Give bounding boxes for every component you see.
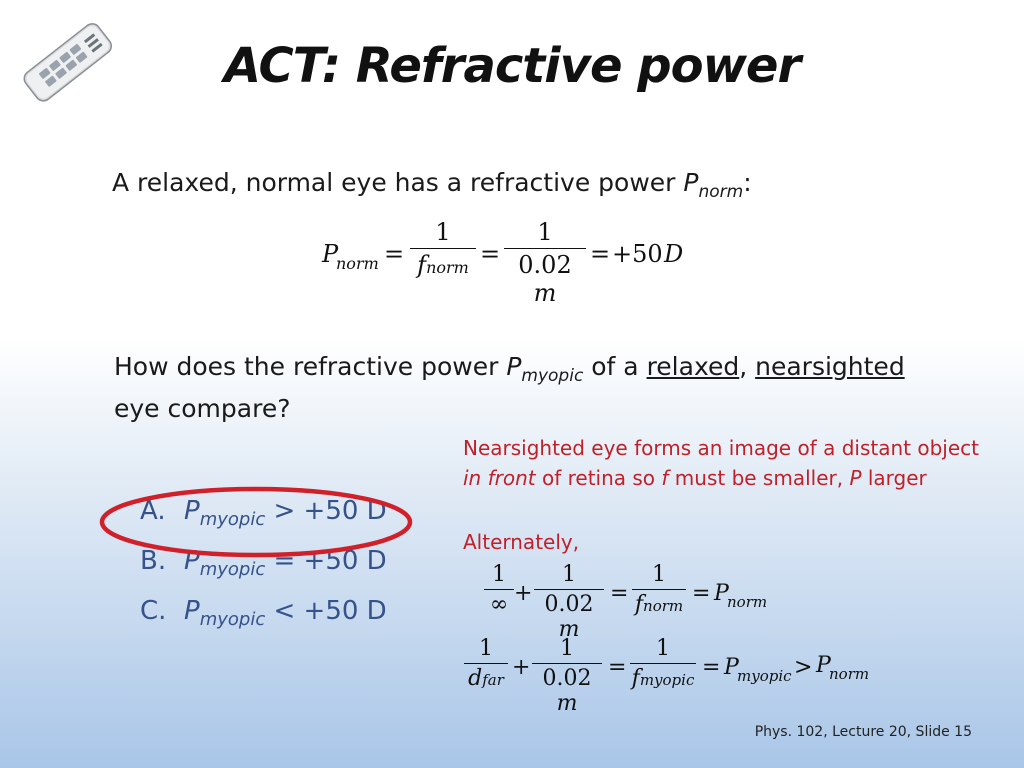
question-p-subscript: myopic (521, 366, 584, 386)
iclicker-remote-image (23, 23, 113, 102)
eq3-d3sub: myopic (639, 671, 695, 689)
eq3-n3: 1 (656, 636, 670, 661)
eq2-n1: 1 (492, 562, 506, 587)
eq1-den2-unit: m (533, 279, 557, 307)
eq2-p: P (714, 581, 729, 606)
eq2-n2: 1 (562, 562, 576, 587)
question-text-2: of a (583, 352, 647, 381)
eq2-frac-2: 1 0.02 m (534, 562, 604, 642)
eq1-result: +50 (612, 240, 663, 268)
equation-pnorm: P norm = 1 fnorm = 1 0.02 m = +50 D (318, 216, 718, 307)
slide-title: ACT: Refractive power (223, 38, 801, 94)
eq3-plus: + (512, 655, 531, 680)
eq3-d1: d (468, 666, 483, 691)
eq1-p: P (322, 240, 339, 268)
eq3-p2-sub: norm (829, 665, 870, 683)
choice-c-letter: C. (140, 596, 167, 626)
eq3-d3f: f (631, 666, 640, 691)
eq2-equals-2: = (692, 581, 711, 606)
eq2-n3: 1 (652, 562, 666, 587)
note-text-c: must be smaller, (668, 466, 850, 490)
choice-b-sub: myopic (199, 559, 266, 580)
eq1-den1-sub: norm (426, 258, 469, 277)
intro-colon: : (743, 168, 752, 197)
eq2-p-sub: norm (727, 593, 768, 611)
eq1-equals-3: = (590, 240, 611, 268)
slide-footer: Phys. 102, Lecture 20, Slide 15 (754, 724, 972, 740)
choice-c-sub: myopic (199, 609, 266, 630)
eq3-frac-1: 1 dfar (464, 636, 508, 691)
eq2-d3sub: norm (643, 597, 684, 615)
eq3-p-sub: myopic (737, 667, 792, 685)
choice-c[interactable]: C. Pmyopic < +50 D (140, 596, 387, 630)
question-word-nearsighted: nearsighted (755, 352, 905, 381)
note-alternately: Alternately, (463, 530, 580, 554)
eq3-n2: 1 (560, 636, 574, 661)
eq2-d1: ∞ (489, 592, 509, 617)
choice-b-letter: B. (140, 546, 167, 576)
note-text-b: of retina so (535, 466, 662, 490)
eq1-num2: 1 (537, 218, 553, 246)
note-text-d: larger (861, 466, 927, 490)
eq1-den2: 0.02 (518, 251, 572, 279)
eq2-d2: 0.02 (544, 592, 594, 617)
choice-c-rest: < +50 D (265, 596, 387, 626)
eq3-equals-2: = (702, 655, 721, 680)
eq3-n1: 1 (479, 636, 493, 661)
eq2-equals-1: = (610, 581, 629, 606)
answer-highlight-circle (99, 486, 413, 558)
intro-p-symbol: P (683, 168, 699, 197)
eq1-fraction-1: 1 fnorm (410, 218, 476, 279)
eq3-d2: 0.02 (542, 666, 592, 691)
question-line-2: eye compare? (114, 394, 291, 423)
choice-c-p: P (184, 596, 200, 626)
intro-text: A relaxed, normal eye has a refractive p… (112, 168, 684, 197)
note-line-2: in front of retina so f must be smaller,… (463, 466, 927, 490)
eq2-d2u: m (558, 617, 580, 642)
eq3-frac-2: 1 0.02 m (532, 636, 602, 716)
note-line-1: Nearsighted eye forms an image of a dist… (463, 436, 979, 460)
eq3-p2: P (816, 653, 831, 678)
eq3-greater-than: > (794, 655, 813, 680)
eq1-p-sub: norm (336, 254, 379, 273)
choice-a-p: P (184, 496, 200, 526)
eq3-p: P (724, 655, 739, 680)
note-f: f (661, 466, 669, 490)
question-line-1: How does the refractive power Pmyopic of… (114, 352, 994, 386)
eq1-equals-1: = (384, 240, 405, 268)
eq2-plus: + (514, 581, 533, 606)
eq1-num1: 1 (435, 218, 451, 246)
question-text-1: How does the refractive power (114, 352, 507, 381)
note-in-front: in front (463, 466, 536, 490)
question-comma: , (739, 352, 748, 381)
note-p: P (849, 466, 862, 490)
eq3-d2u: m (556, 691, 578, 716)
eq1-den1-f: f (417, 251, 427, 279)
choice-a-sub: myopic (199, 509, 266, 530)
eq1-equals-2: = (480, 240, 501, 268)
intro-line: A relaxed, normal eye has a refractive p… (112, 168, 752, 202)
eq1-result-unit: D (664, 240, 684, 268)
eq2-frac-1: 1∞ (484, 562, 514, 617)
question-p-symbol: P (506, 352, 522, 381)
intro-p-subscript: norm (698, 182, 744, 202)
eq1-fraction-2: 1 0.02 m (504, 218, 586, 307)
question-word-relaxed: relaxed (646, 352, 740, 381)
eq2-d3f: f (634, 592, 644, 617)
eq3-d1sub: far (482, 671, 504, 689)
eq3-equals-1: = (608, 655, 627, 680)
